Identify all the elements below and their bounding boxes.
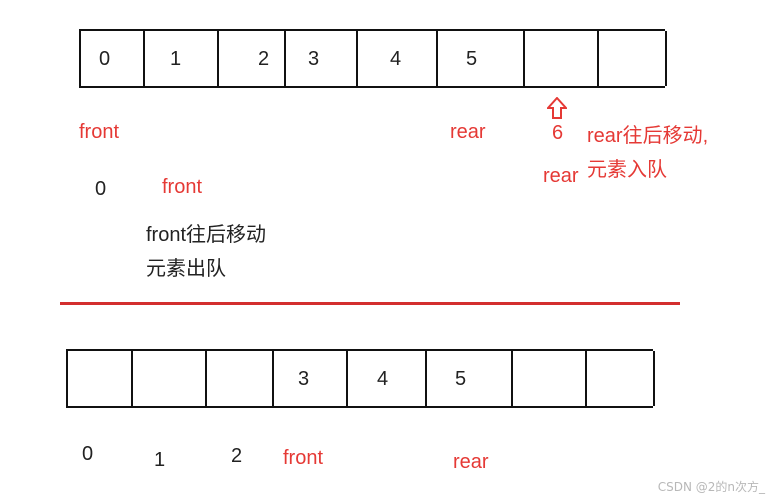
bottom-rear-label: rear [453, 451, 489, 473]
top-queue: 0 1 2 3 4 5 [79, 29, 667, 88]
queue-cell: 5 [438, 31, 525, 86]
queue-cell: 5 [427, 351, 513, 406]
queue-cell: 4 [348, 351, 427, 406]
queue-cell [599, 31, 667, 86]
bottom-index-2: 2 [231, 445, 243, 467]
old-front-index: 0 [95, 178, 107, 200]
cell-value: 2 [258, 47, 270, 70]
cell-value: 4 [377, 367, 389, 390]
queue-cell: 1 [145, 31, 219, 86]
bottom-index-0: 0 [82, 443, 94, 465]
cell-value: 5 [466, 47, 478, 70]
queue-cell [133, 351, 207, 406]
rear-moved-label: rear [543, 165, 579, 187]
queue-cell [513, 351, 587, 406]
arrow-up-icon [547, 97, 567, 119]
front-pointer-label: front [79, 121, 120, 143]
front-moved-label: front [162, 176, 203, 198]
cell-value: 1 [170, 47, 182, 70]
bottom-queue: 3 4 5 [66, 349, 655, 408]
bottom-front-label: front [283, 447, 324, 469]
arrow-index-label: 6 [552, 122, 564, 144]
queue-cell [587, 351, 655, 406]
cell-value: 3 [308, 47, 320, 70]
section-divider [60, 302, 680, 305]
cell-value: 4 [390, 47, 402, 70]
bottom-index-1: 1 [154, 449, 166, 471]
queue-cell: 0 [81, 31, 145, 86]
queue-cell [68, 351, 133, 406]
queue-cell: 2 [219, 31, 286, 86]
rear-note-line2: 元素入队 [587, 159, 667, 181]
queue-cell: 3 [274, 351, 348, 406]
queue-cell: 3 [286, 31, 358, 86]
cell-value: 5 [455, 367, 467, 390]
queue-cell [525, 31, 599, 86]
front-note-line1: front往后移动 [146, 224, 267, 246]
cell-value: 0 [99, 47, 111, 70]
queue-cell: 4 [358, 31, 438, 86]
front-note-line2: 元素出队 [146, 258, 226, 280]
queue-cell [207, 351, 274, 406]
cell-value: 3 [298, 367, 310, 390]
rear-note-line1: rear往后移动, [587, 125, 709, 147]
watermark: CSDN @2的n次方_ [657, 480, 765, 494]
rear-pointer-label: rear [450, 121, 486, 143]
